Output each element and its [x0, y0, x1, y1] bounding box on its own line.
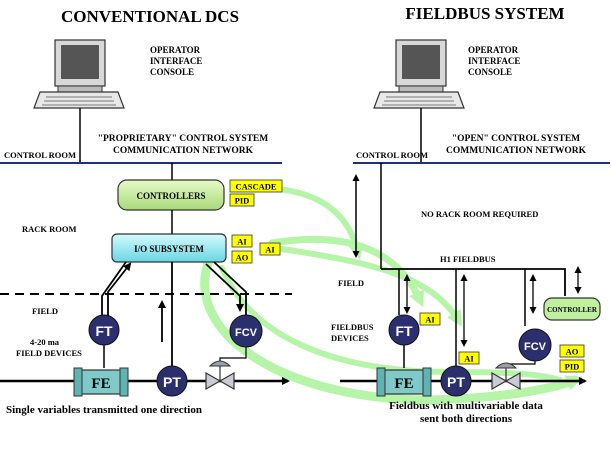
right-fe: FE	[376, 367, 432, 397]
wire-ft-io	[101, 261, 127, 322]
tag-ai-left-1-label: AI	[237, 237, 247, 247]
left-control-room: CONTROL ROOM	[4, 150, 76, 160]
left-ft: FT	[88, 314, 120, 346]
io-subsystem-box	[111, 233, 227, 263]
left-ft-label: FT	[95, 323, 113, 339]
left-network-line2: COMMUNICATION NETWORK	[113, 146, 254, 156]
right-network-line2: COMMUNICATION NETWORK	[446, 146, 587, 156]
tag-ai-pt	[458, 351, 480, 365]
left-caption: Single variables transmitted one directi…	[6, 404, 202, 416]
tag-cascade	[229, 179, 283, 193]
right-pt: PT	[440, 365, 472, 397]
tag-ai-ft-label: AI	[425, 315, 435, 325]
left-devices-line1: 4-20 ma	[30, 337, 60, 347]
computer-icon	[373, 39, 465, 109]
tag-cascade-label: CASCADE	[235, 182, 276, 192]
tag-pid-left-label: PID	[235, 196, 250, 206]
h1-fieldbus-label: H1 FIELDBUS	[440, 254, 496, 264]
controllers-box	[117, 179, 225, 211]
right-console-line2: INTERFACE	[468, 56, 520, 66]
left-field-label: FIELD	[32, 306, 58, 316]
tag-ai-pt-label: AI	[464, 354, 474, 364]
no-rack-room-label: NO RACK ROOM REQUIRED	[421, 209, 538, 219]
left-pt-label: PT	[163, 374, 181, 390]
left-console-line1: OPERATOR	[150, 45, 201, 55]
tag-ao-right	[559, 344, 585, 358]
right-title: FIELDBUS SYSTEM	[405, 4, 564, 23]
left-fe-label: FE	[91, 376, 110, 392]
valve-icon	[205, 360, 235, 391]
right-field-label: FIELD	[338, 278, 364, 288]
right-devices-line1: FIELDBUS	[331, 322, 374, 332]
controllers-label: CONTROLLERS	[136, 191, 205, 201]
left-pt: PT	[156, 365, 188, 397]
right-devices-line2: DEVICES	[331, 333, 369, 343]
tag-ai-ft	[419, 312, 441, 326]
flow-arrow-io-sweep	[200, 253, 583, 405]
valve-icon	[491, 362, 521, 391]
left-fe: FE	[73, 367, 129, 397]
left-fcv-label: FCV	[235, 327, 258, 339]
right-pt-label: PT	[447, 374, 465, 390]
controller-box	[543, 297, 601, 321]
right-caption-line1: Fieldbus with multivariable data	[389, 400, 543, 412]
right-ft-label: FT	[395, 323, 413, 339]
left-fcv: FCV	[229, 314, 263, 348]
tag-ai-left-2-label: AI	[265, 245, 275, 255]
h1-fieldbus-line	[381, 268, 566, 296]
flow-arrow-io-to-ft	[272, 245, 463, 327]
tag-ao-right-label: AO	[566, 347, 579, 357]
tag-ai-left-2	[259, 242, 281, 256]
right-control-room: CONTROL ROOM	[356, 150, 428, 160]
tag-pid-left	[229, 193, 255, 207]
right-caption-line2: sent both directions	[420, 413, 513, 425]
left-console-line3: CONSOLE	[150, 67, 194, 77]
left-console-line2: INTERFACE	[150, 56, 202, 66]
tag-ao-left	[231, 250, 253, 264]
right-ft: FT	[388, 314, 420, 346]
computer-icon	[33, 39, 125, 109]
right-console-line3: CONSOLE	[468, 67, 512, 77]
tag-ao-left-label: AO	[236, 253, 249, 263]
tag-ai-left-1	[231, 234, 253, 248]
tag-pid-right	[559, 359, 585, 373]
left-devices-line2: FIELD DEVICES	[16, 348, 82, 358]
io-subsystem-label: I/O SUBSYSTEM	[134, 244, 204, 254]
right-fcv: FCV	[518, 328, 552, 362]
tag-pid-right-label: PID	[565, 362, 580, 372]
rack-room-label: RACK ROOM	[22, 224, 77, 234]
left-network-line1: "PROPRIETARY" CONTROL SYSTEM	[98, 134, 269, 144]
right-console-line1: OPERATOR	[468, 45, 519, 55]
controller-label: CONTROLLER	[547, 306, 598, 314]
right-network-line1: "OPEN" CONTROL SYSTEM	[452, 134, 580, 144]
left-title: CONVENTIONAL DCS	[61, 7, 239, 26]
wire-fcv-io	[213, 261, 247, 316]
right-fe-label: FE	[394, 376, 413, 392]
right-fcv-label: FCV	[524, 341, 547, 353]
